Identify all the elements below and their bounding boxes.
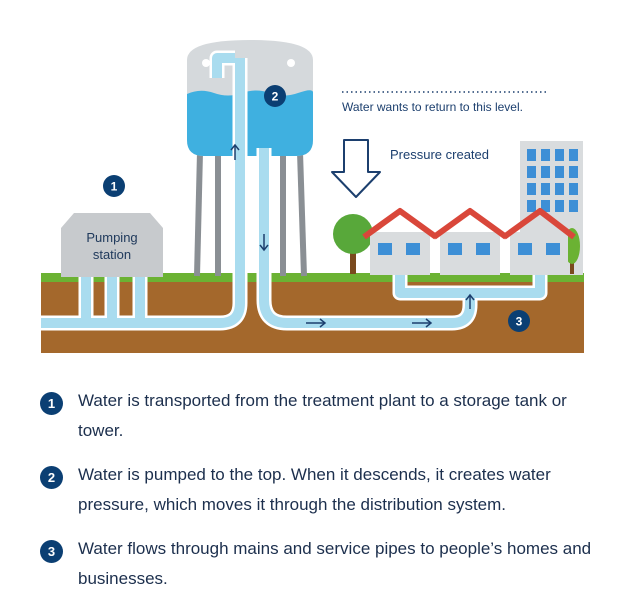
houses [362, 208, 576, 275]
arrow-up-icon [465, 293, 475, 309]
legend-item: 3 Water flows through mains and service … [40, 534, 610, 594]
legend-number-badge: 2 [40, 466, 63, 489]
arrow-right-icon [306, 318, 327, 328]
flow-arrows [230, 143, 475, 328]
legend-item: 2 Water is pumped to the top. When it de… [40, 460, 610, 520]
legend-number-badge: 3 [40, 540, 63, 563]
pumping-station: Pumping station [61, 213, 163, 277]
tree [333, 214, 373, 274]
grass [41, 273, 584, 282]
legend-text: Water is transported from the treatment … [78, 391, 567, 440]
tower-legs [194, 151, 307, 277]
arrow-right-icon [412, 318, 433, 328]
svg-text:1: 1 [111, 180, 118, 194]
water-distribution-diagram: Pumping station [41, 40, 584, 353]
legend-item: 1 Water is transported from the treatmen… [40, 386, 610, 446]
pumping-station-label-1: Pumping [86, 230, 137, 245]
pressure-arrow-icon [331, 139, 381, 198]
svg-text:2: 2 [272, 90, 279, 104]
pipe-network [41, 50, 548, 331]
arrow-up-icon [230, 143, 240, 160]
legend-text: Water is pumped to the top. When it desc… [78, 465, 551, 514]
badge-2: 2 [264, 85, 286, 107]
water-level-caption: Water wants to return to this level. [342, 100, 523, 114]
pressure-caption: Pressure created [390, 147, 489, 162]
badge-1: 1 [103, 175, 125, 197]
svg-text:3: 3 [516, 315, 523, 329]
legend-text: Water flows through mains and service pi… [78, 539, 592, 588]
arrow-down-icon [259, 234, 269, 252]
badge-3: 3 [508, 310, 530, 332]
water-tower-tank [187, 40, 313, 156]
legend: 1 Water is transported from the treatmen… [40, 386, 610, 608]
legend-number-badge: 1 [40, 392, 63, 415]
pumping-station-label-2: station [93, 247, 131, 262]
